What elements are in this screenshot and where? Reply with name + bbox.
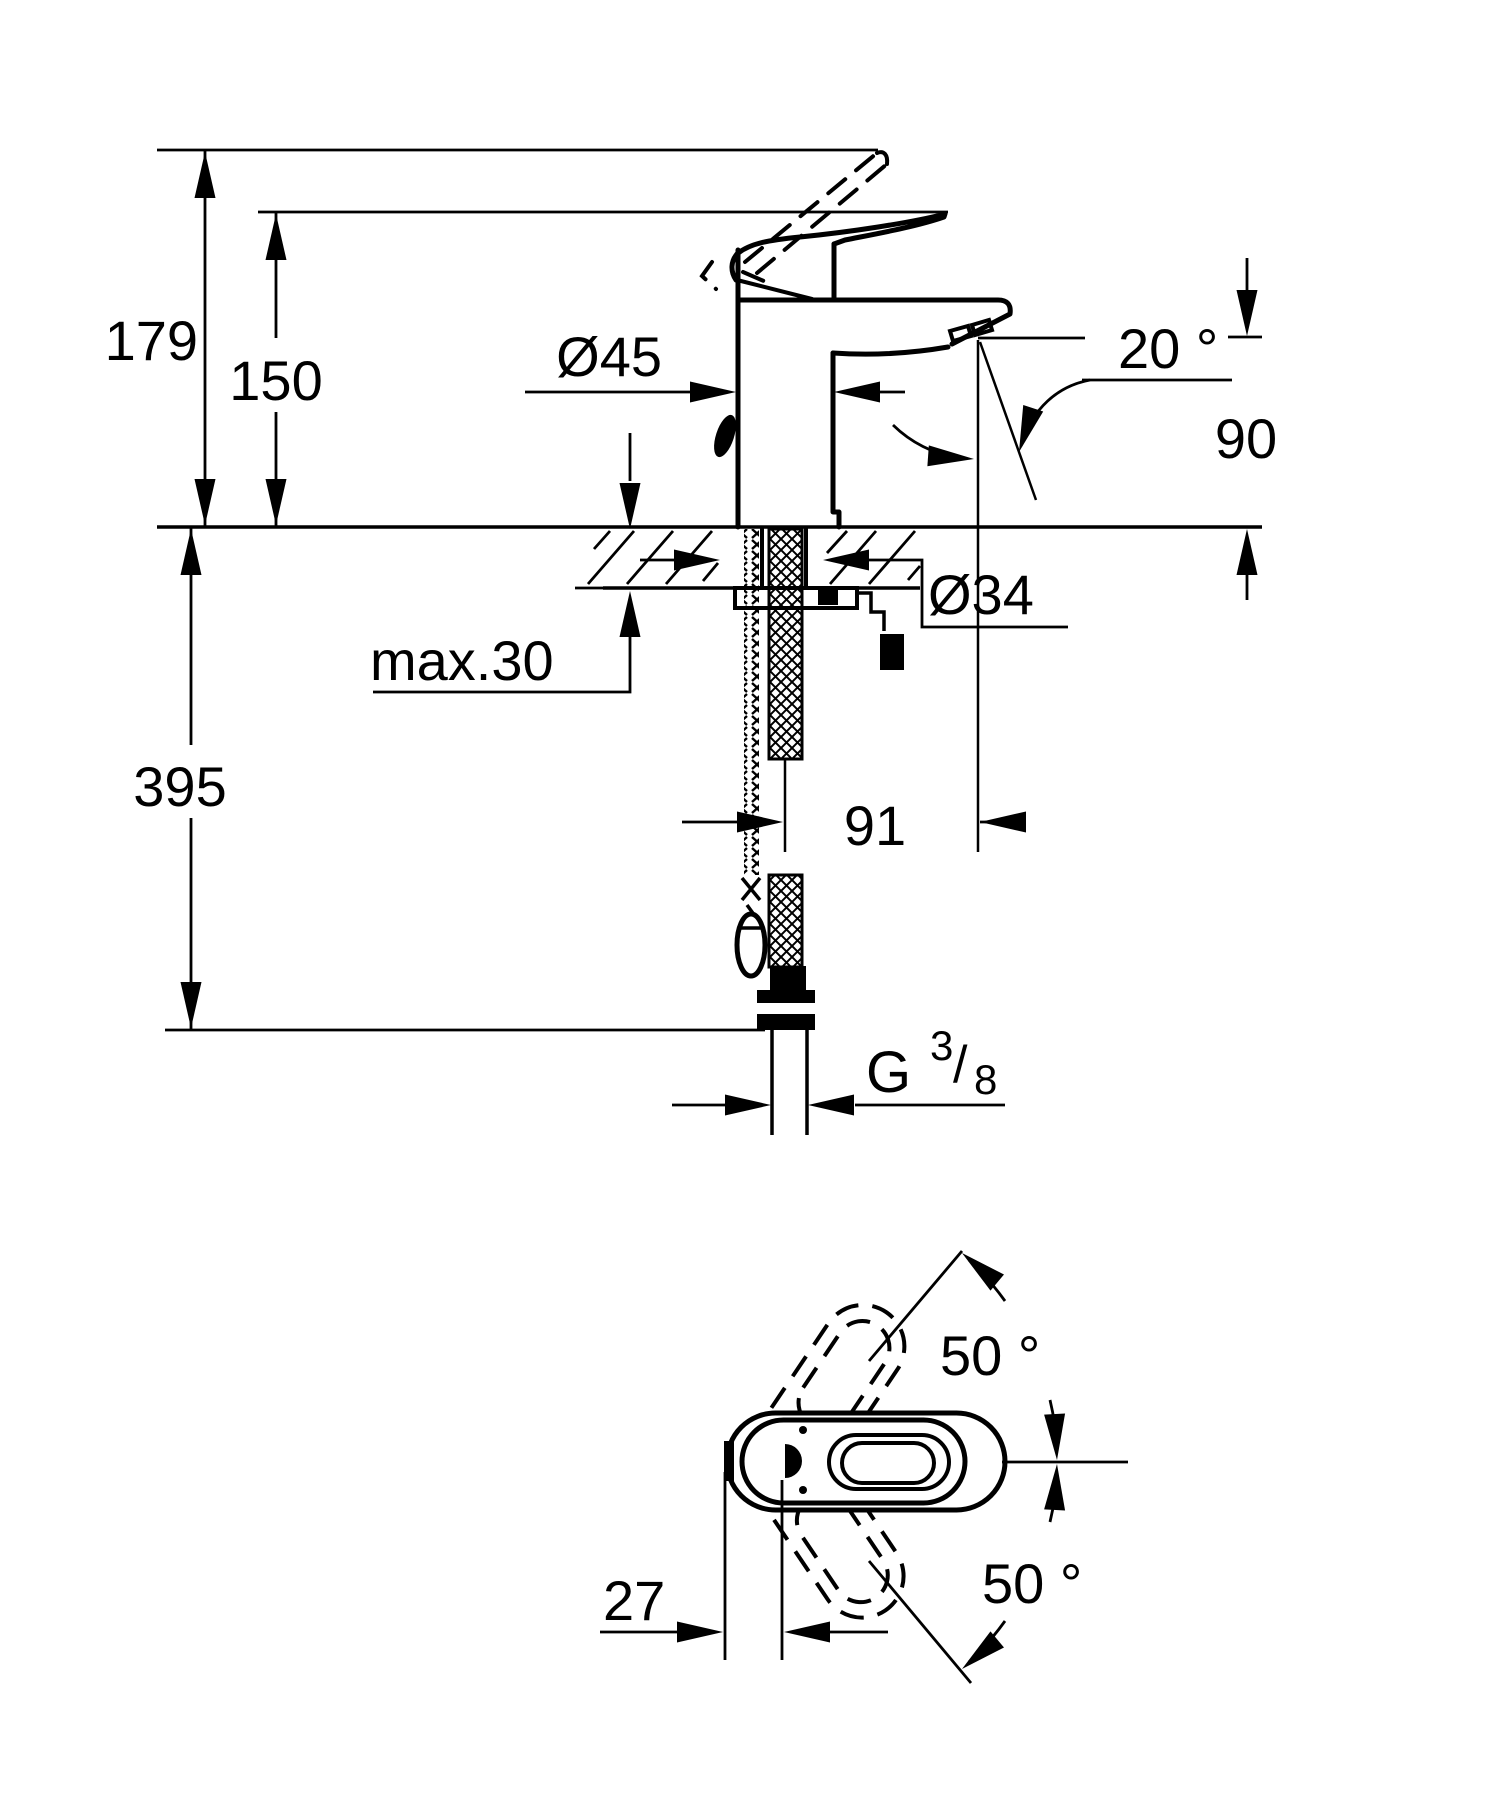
dim-90-label: 90 <box>1215 407 1277 470</box>
dim-hole-diameter: Ø34 <box>640 549 1068 629</box>
plan-view: 50 ° 50 ° 27 <box>600 1244 1128 1684</box>
thread-denominator: 8 <box>974 1056 997 1103</box>
dim-max-deck-thickness: max.30 <box>370 433 641 694</box>
hinge-dot-bottom <box>799 1486 807 1494</box>
dim-depth-below: 395 <box>133 527 227 1029</box>
hinge-dot-top <box>799 1426 807 1434</box>
dim-dia45-label: Ø45 <box>556 325 662 388</box>
dim-spout-angle: 20 ° <box>892 317 1232 470</box>
dim-body-diameter: Ø45 <box>525 325 905 403</box>
body-right-edge <box>830 350 842 530</box>
dim-20deg-label: 20 ° <box>1118 317 1218 380</box>
hose-fitting <box>770 966 806 990</box>
spout-slot-mark <box>724 1441 734 1481</box>
dim-91-label: 91 <box>844 794 906 857</box>
spout-underside <box>830 344 951 357</box>
bracket-block <box>818 590 838 605</box>
body-side-pin <box>714 414 736 458</box>
dim-50deg-upper-label: 50 ° <box>940 1324 1040 1387</box>
braided-hose-lower <box>767 873 804 969</box>
dim-27-label: 27 <box>603 1569 665 1632</box>
dim-spout-projection: 91 <box>682 340 1026 857</box>
side-view: 179 150 395 Ø45 <box>105 148 1277 1135</box>
thread-g-label: G <box>866 1040 911 1105</box>
hex-nut-band <box>757 1003 815 1014</box>
pull-rod-knob <box>734 911 768 979</box>
dim-spout-height: 90 <box>1215 258 1277 600</box>
aerator <box>947 317 995 344</box>
faucet-outline <box>714 211 1038 530</box>
dim-395-label: 395 <box>133 755 226 818</box>
dim-thread: G 3 / 8 <box>672 1022 1005 1116</box>
rod-link <box>740 876 762 918</box>
dim-pivot-offset: 27 <box>600 1472 888 1660</box>
mounting-bracket <box>857 591 886 631</box>
shank-walls <box>760 527 808 588</box>
supply-hoses <box>734 527 815 1135</box>
handle-loop-inner <box>840 1441 936 1485</box>
pull-rod-hose <box>744 529 759 875</box>
dim-max30-label: max.30 <box>370 629 554 692</box>
dim-150-label: 150 <box>229 349 322 412</box>
swing-line-up <box>867 1250 964 1362</box>
stream-angled-line <box>978 341 1038 501</box>
extension-lines <box>157 148 1262 1032</box>
mounting-bolt <box>880 634 904 670</box>
pivot-mark <box>785 1444 802 1478</box>
lever-butt <box>729 251 740 283</box>
swing-angle-dimensions: 50 ° 50 ° <box>867 1244 1128 1684</box>
deck-hatching <box>586 530 922 585</box>
lever-raised-ghost <box>699 150 890 291</box>
dim-179-label: 179 <box>105 309 198 372</box>
faucet-top-view <box>724 1410 1008 1513</box>
thread-pipe <box>770 1030 809 1135</box>
lever-underside <box>735 278 814 301</box>
lever-handle <box>734 211 948 257</box>
dim-total-height: 179 <box>105 150 216 527</box>
thread-slash: / <box>953 1036 968 1094</box>
swing-line-down <box>867 1560 973 1684</box>
thread-numerator: 3 <box>930 1022 953 1069</box>
body-top-and-nose <box>737 297 1013 347</box>
dim-50deg-lower-label: 50 ° <box>982 1552 1082 1615</box>
dim-handle-height: 150 <box>229 212 323 527</box>
braided-hose-upper <box>767 527 804 761</box>
dim-dia34-label: Ø34 <box>928 563 1034 626</box>
